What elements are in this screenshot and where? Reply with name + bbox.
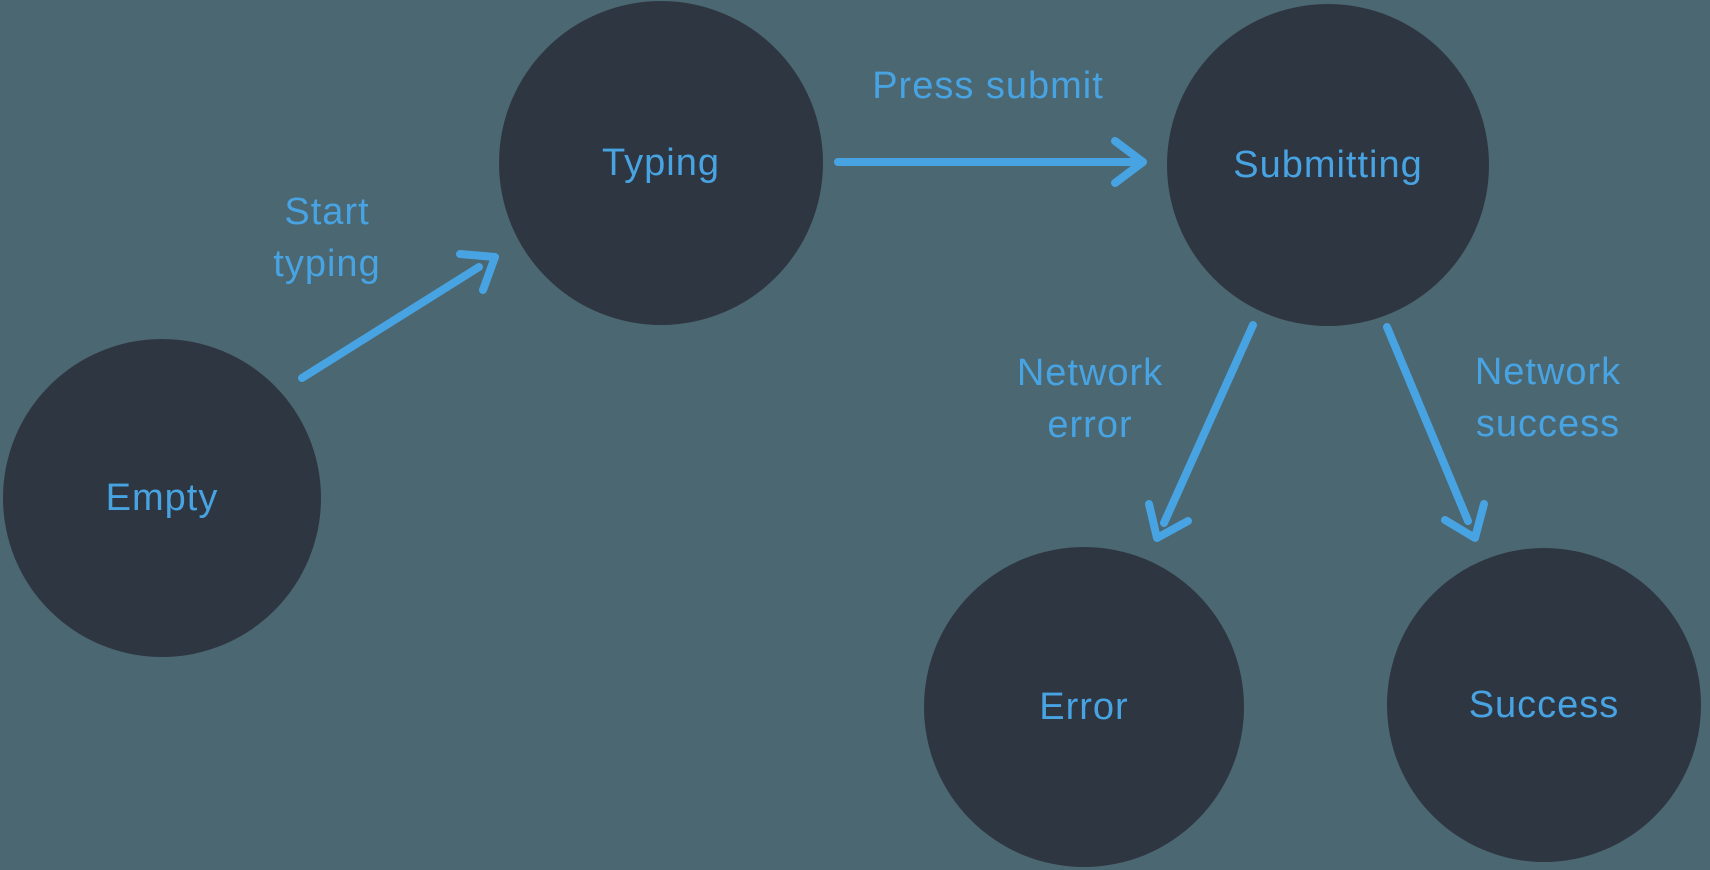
transition-label-network-error: Network error xyxy=(1016,352,1164,446)
transition-arrow-network-error xyxy=(1145,321,1257,542)
arrow-head-icon xyxy=(1441,500,1488,542)
state-node-empty: Empty xyxy=(3,339,321,657)
arrow-head-icon xyxy=(1145,500,1192,542)
arrow-head-icon xyxy=(456,250,499,294)
transition-label-press-submit: Press submit xyxy=(872,65,1104,107)
state-node-error: Error xyxy=(924,547,1244,867)
state-label-submitting: Submitting xyxy=(1233,143,1423,186)
state-label-empty: Empty xyxy=(105,476,219,519)
transition-arrow-press-submit xyxy=(834,137,1147,187)
state-node-submitting: Submitting xyxy=(1167,4,1489,326)
transition-arrow-network-success xyxy=(1383,323,1488,542)
arrow-head-icon xyxy=(1111,137,1147,187)
transition-label-network-success: Network success xyxy=(1474,351,1622,445)
state-node-success: Success xyxy=(1387,548,1701,862)
arrow-shaft xyxy=(1383,323,1472,525)
state-label-error: Error xyxy=(1039,685,1129,728)
state-label-typing: Typing xyxy=(602,141,720,184)
state-node-typing: Typing xyxy=(499,1,823,325)
state-label-success: Success xyxy=(1468,683,1620,726)
transition-label-start-typing: Start typing xyxy=(273,191,381,285)
arrow-shaft xyxy=(1160,321,1257,527)
